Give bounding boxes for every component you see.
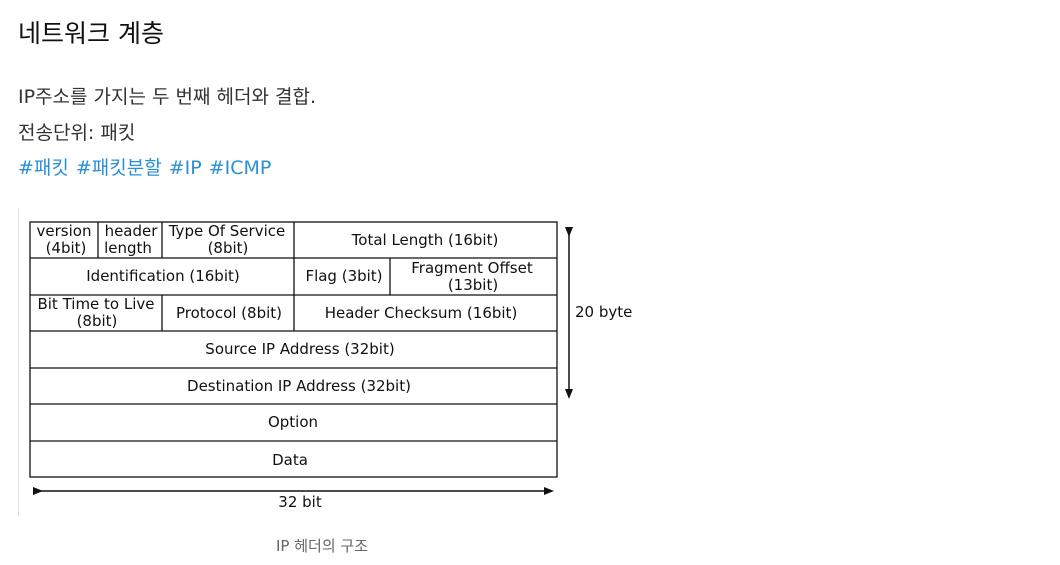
tag-list: #패킷 #패킷분할 #IP #ICMP [18, 153, 278, 180]
figure-caption: IP 헤더의 구조 [276, 537, 369, 555]
page-title: 네트워크 계층 [18, 19, 164, 48]
total-length-label: Total Length (16bit) [351, 231, 499, 249]
data-label: Data [272, 451, 308, 469]
unit-text: 전송단위: 패킷 [18, 122, 136, 144]
fragment-offset-bits-label: (13bit) [448, 276, 498, 294]
tag-link[interactable]: #ICMP [208, 157, 272, 179]
tos-bits-label: (8bit) [208, 239, 249, 257]
tos-label: Type Of Service [168, 222, 286, 240]
header-length-label: length [104, 239, 152, 257]
ip-header-diagram: version (4bit) header length Type Of Ser… [18, 208, 639, 516]
ttl-bits-label: (8bit) [77, 312, 118, 330]
tag-link[interactable]: #패킷분할 [75, 157, 162, 179]
source-ip-label: Source IP Address (32bit) [205, 340, 394, 358]
description-text: IP주소를 가지는 두 번째 헤더와 결합. [18, 86, 317, 108]
thirty-two-bit-label: 32 bit [278, 493, 322, 511]
identification-label: Identification (16bit) [86, 267, 239, 285]
ip-header-svg: version (4bit) header length Type Of Ser… [29, 221, 632, 511]
version-bits-label: (4bit) [46, 239, 87, 257]
protocol-label: Protocol (8bit) [176, 304, 282, 322]
tag-link[interactable]: #IP [168, 157, 202, 179]
header-label: header [105, 222, 159, 240]
checksum-label: Header Checksum (16bit) [325, 304, 518, 322]
destination-ip-label: Destination IP Address (32bit) [187, 377, 411, 395]
ttl-label: Bit Time to Live [37, 295, 154, 313]
option-label: Option [268, 413, 318, 431]
twenty-byte-label: 20 byte [575, 303, 632, 321]
flag-label: Flag (3bit) [305, 267, 382, 285]
version-label: version [37, 222, 92, 240]
fragment-offset-label: Fragment Offset [411, 259, 533, 277]
diagram-grid [29, 221, 558, 478]
tag-link[interactable]: #패킷 [18, 157, 69, 179]
